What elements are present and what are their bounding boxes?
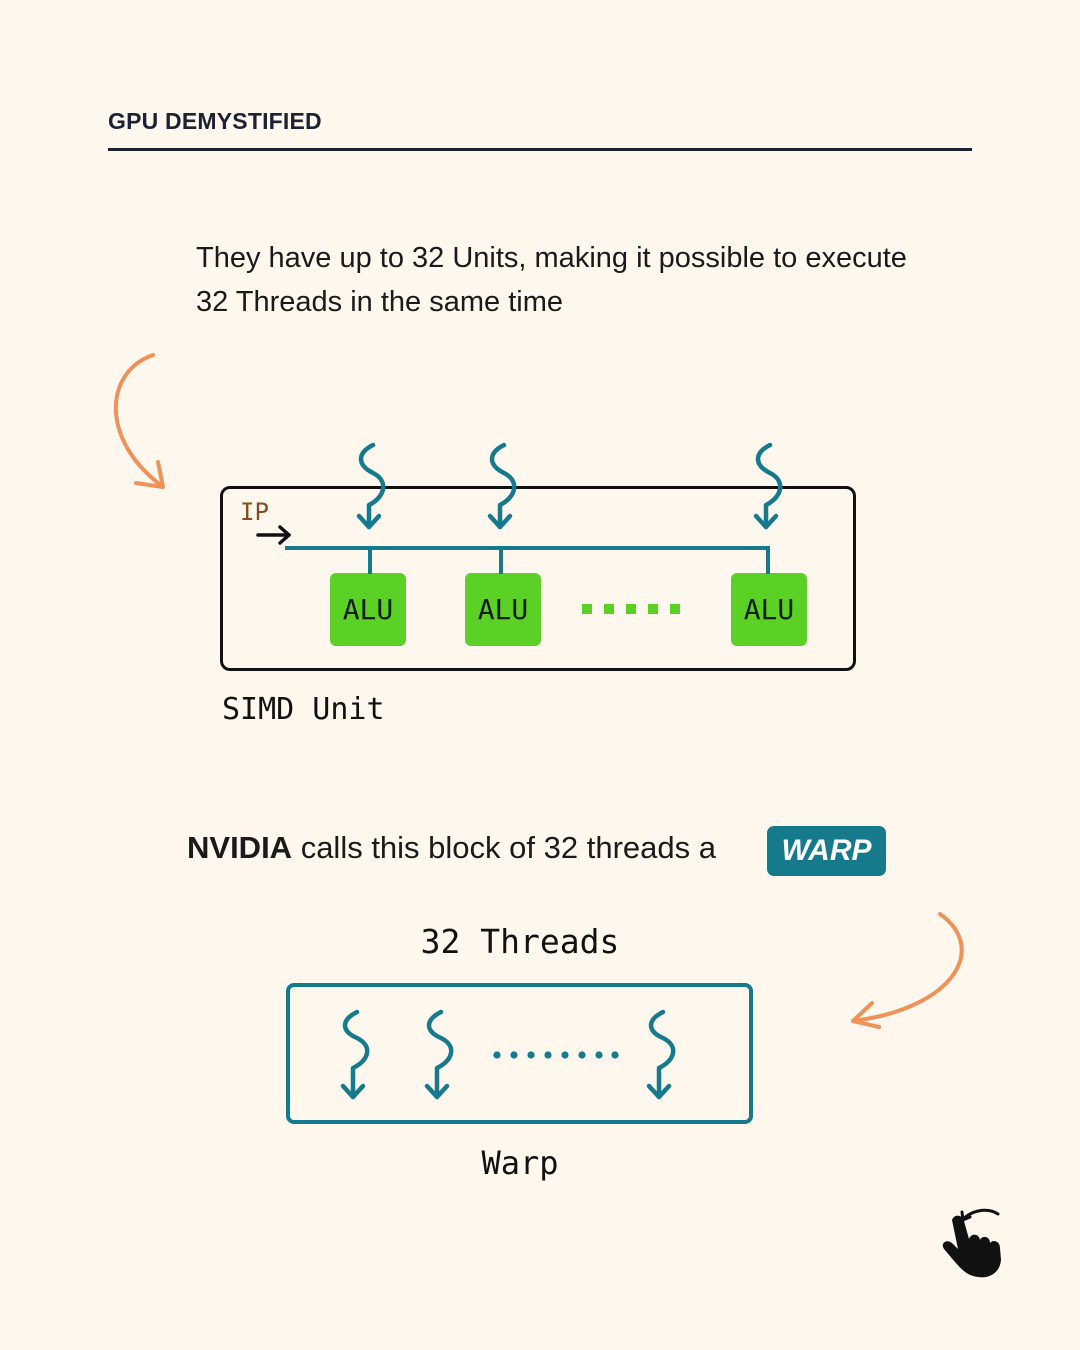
thread-arrow-icon [756, 445, 780, 527]
alu-block: ALU [731, 573, 807, 646]
thread-arrow-icon [427, 1012, 451, 1097]
swipe-hand-icon [942, 1208, 1001, 1278]
warp-badge: WARP [767, 826, 886, 876]
nvidia-sentence: NVIDIA calls this block of 32 threads a [187, 830, 716, 866]
thread-arrow-icon [490, 445, 514, 527]
alu-ellipsis [582, 604, 680, 614]
orange-curved-arrow-icon [851, 912, 964, 1029]
threads-heading: 32 Threads [420, 922, 620, 961]
thread-arrow-icon [359, 445, 383, 527]
alu-block: ALU [330, 573, 406, 646]
series-title: GPU DEMYSTIFIED [108, 108, 322, 134]
ip-label: IP [240, 498, 269, 526]
thread-arrow-icon [343, 1012, 367, 1097]
intro-text: They have up to 32 Units, making it poss… [196, 242, 907, 318]
nvidia-sentence-text: calls this block of 32 threads a [292, 830, 716, 865]
thread-arrow-icon [649, 1012, 673, 1097]
nvidia-brand: NVIDIA [187, 830, 293, 865]
warp-caption: Warp [481, 1144, 559, 1182]
header-divider [108, 148, 972, 151]
instruction-bus [285, 546, 770, 574]
warp-ellipsis [493, 1051, 619, 1059]
simd-caption: SIMD Unit [222, 692, 385, 727]
warp-box [286, 983, 753, 1124]
simd-unit-box [220, 486, 856, 671]
alu-block: ALU [465, 573, 541, 646]
orange-curved-arrow-icon [113, 353, 165, 489]
ip-pointer-icon [256, 525, 291, 545]
